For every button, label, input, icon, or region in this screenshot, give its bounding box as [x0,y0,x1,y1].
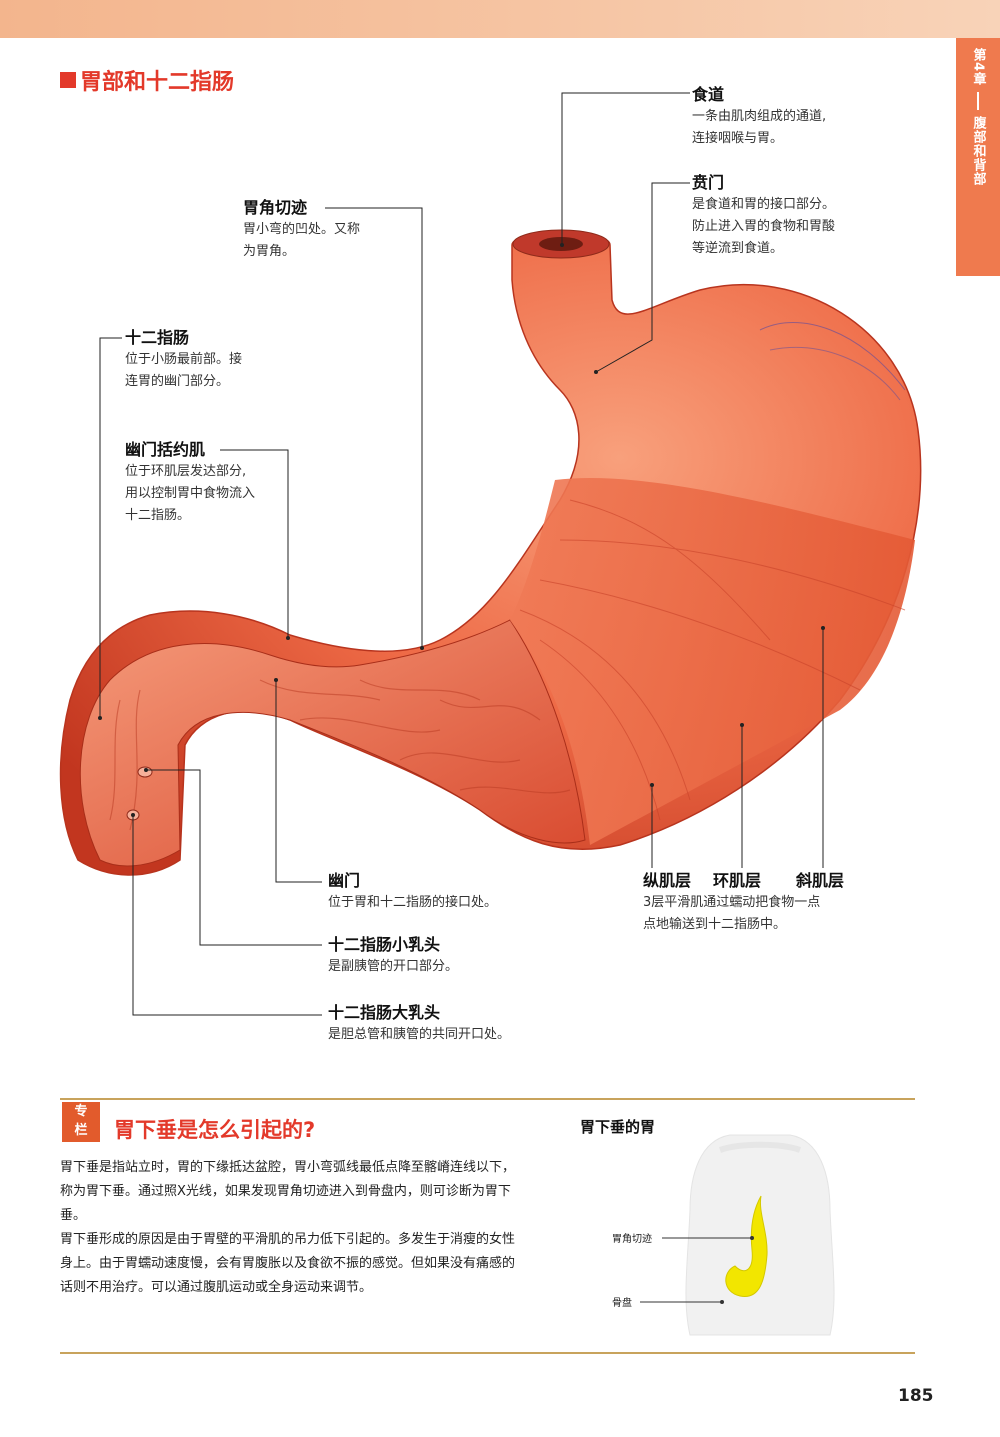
leader-lines [99,92,824,1016]
label-minor-papilla-title: 十二指肠小乳头 [328,935,441,954]
label-pyloric-sphincter-desc-3: 十二指肠。 [125,508,191,523]
column-badge: 专 栏 [62,1102,100,1142]
page-number: 185 [898,1386,934,1406]
column-badge-char-2: 栏 [74,1123,88,1138]
column-paragraph-1: 胃下垂是指站立时，胃的下缘抵达盆腔，胃小弯弧线最低点降至髂嵴连线以下，称为胃下垂… [60,1160,516,1223]
label-cardia-desc-3: 等逆流到食道。 [692,241,784,256]
label-major-papilla: 十二指肠大乳头 是胆总管和胰管的共同开口处。 [328,1002,510,1046]
muscle-layer-longitudinal: 纵肌层 [643,871,692,890]
column-paragraph-2: 胃下垂形成的原因是由于胃壁的平滑肌的吊力低下引起的。多发生于消瘦的女性身上。由于… [60,1232,516,1295]
label-muscle-layers-desc-1: 3层平滑肌通过蠕动把食物一点 [643,895,821,910]
label-minor-papilla: 十二指肠小乳头 是副胰管的开口部分。 [328,934,458,978]
chapter-title: 腹部和背部 [970,116,986,187]
label-major-papilla-title: 十二指肠大乳头 [328,1003,441,1022]
label-pyloric-sphincter-desc-1: 位于环肌层发达部分, [125,464,247,479]
label-esophagus-desc-2: 连接咽喉与胃。 [692,131,784,146]
label-duodenum-desc-2: 连胃的幽门部分。 [125,374,230,389]
label-esophagus: 食道 一条由肌肉组成的通道, 连接咽喉与胃。 [692,84,826,150]
label-esophagus-desc-1: 一条由肌肉组成的通道, [692,109,827,124]
prolapsed-stomach-figure: 胃角切迹 骨盘 [612,1134,835,1336]
column-badge-char-1: 专 [74,1104,88,1119]
label-pyloric-sphincter-title: 幽门括约肌 [125,440,206,459]
leader-dots [98,243,825,817]
section-title-text: 胃部和十二指肠 [80,70,235,95]
figure-label-angular-notch: 胃角切迹 [612,1232,652,1245]
label-pyloric-sphincter-desc-2: 用以控制胃中食物流入 [125,486,256,501]
column-bottom-rule [60,1352,915,1354]
label-duodenum: 十二指肠 位于小肠最前部。接 连胃的幽门部分。 [125,327,242,393]
label-pylorus-desc-1: 位于胃和十二指肠的接口处。 [328,895,498,910]
muscle-layer-oblique: 斜肌层 [796,871,845,890]
side-figure-title: 胃下垂的胃 [580,1118,656,1136]
label-angular-notch-title: 胃角切迹 [243,198,308,217]
label-pylorus-title: 幽门 [328,871,361,890]
label-esophagus-title: 食道 [692,85,725,104]
label-major-papilla-desc-1: 是胆总管和胰管的共同开口处。 [328,1027,511,1042]
title-square-icon [60,72,76,88]
figure-label-pelvis: 骨盘 [612,1296,632,1309]
column-top-rule [60,1098,915,1100]
column-body: 胃下垂是指站立时，胃的下缘抵达盆腔，胃小弯弧线最低点降至髂嵴连线以下，称为胃下垂… [60,1156,515,1300]
label-muscle-layers: 纵肌层 环肌层 斜肌层 3层平滑肌通过蠕动把食物一点 点地输送到十二指肠中。 [643,870,844,936]
label-pyloric-sphincter: 幽门括约肌 位于环肌层发达部分, 用以控制胃中食物流入 十二指肠。 [125,439,255,527]
label-minor-papilla-desc-1: 是副胰管的开口部分。 [328,959,459,974]
label-duodenum-desc-1: 位于小肠最前部。接 [125,352,243,367]
chapter-divider [977,92,979,111]
label-angular-notch: 胃角切迹 胃小弯的凹处。又称 为胃角。 [243,197,360,263]
top-color-band [0,0,1000,38]
label-angular-notch-desc-1: 胃小弯的凹处。又称 [243,222,361,237]
chapter-tab[interactable]: 第4章 腹部和背部 [956,38,1000,276]
label-cardia: 贲门 是食道和胃的接口部分。 防止进入胃的食物和胃酸 等逆流到食道。 [692,172,835,260]
column-title: 胃下垂是怎么引起的? [114,1118,316,1142]
label-cardia-desc-2: 防止进入胃的食物和胃酸 [692,219,836,234]
label-cardia-desc-1: 是食道和胃的接口部分。 [692,197,836,212]
section-title: 胃部和十二指肠 [60,64,234,96]
label-angular-notch-desc-2: 为胃角。 [243,244,296,259]
label-cardia-title: 贲门 [692,173,725,192]
muscle-layer-titles: 纵肌层 环肌层 斜肌层 [643,870,844,892]
label-muscle-layers-desc-2: 点地输送到十二指肠中。 [643,917,787,932]
label-duodenum-title: 十二指肠 [125,328,190,347]
muscle-layer-circular: 环肌层 [713,871,762,890]
chapter-number: 第4章 [970,48,986,87]
label-pylorus: 幽门 位于胃和十二指肠的接口处。 [328,870,497,914]
